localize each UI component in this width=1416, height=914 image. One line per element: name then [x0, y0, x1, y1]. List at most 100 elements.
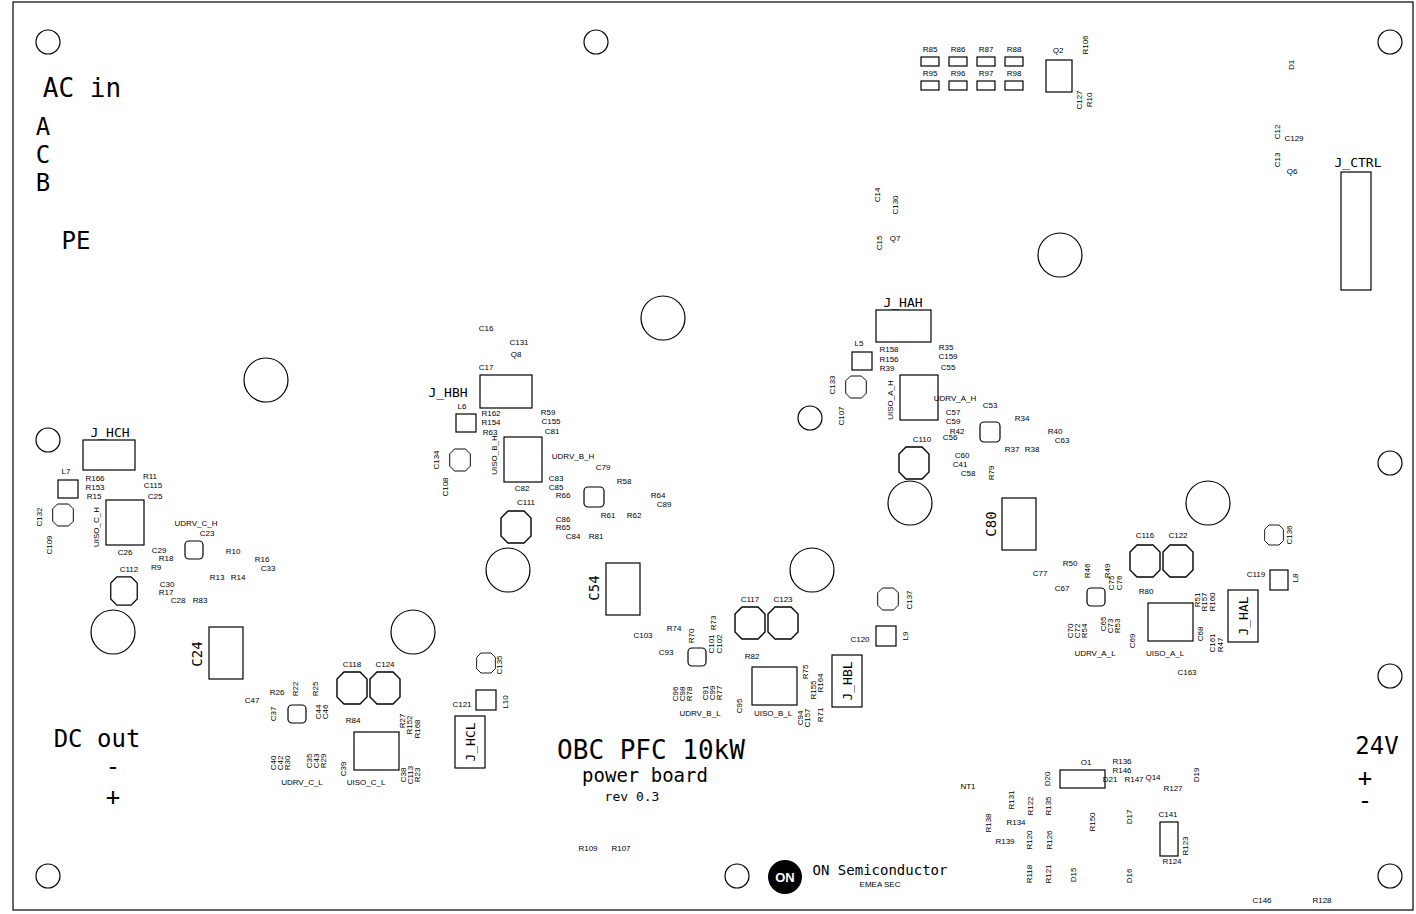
reference-designator: R30: [284, 756, 292, 771]
mounting-hole: [1378, 451, 1402, 475]
standoff-hole: [91, 610, 135, 654]
connector-outline: [876, 310, 931, 342]
reference-designator: R120: [1026, 830, 1034, 849]
capacitor-outline: [477, 653, 496, 673]
reference-designator: R16: [255, 556, 270, 564]
reference-designator: C69: [1129, 634, 1137, 649]
standoff-hole: [1186, 481, 1230, 525]
capacitor-outline: [1163, 545, 1193, 577]
reference-designator: C39: [340, 762, 348, 777]
reference-designator: R54: [1081, 624, 1089, 639]
reference-designator: R160: [1209, 592, 1217, 611]
reference-designator: C93: [659, 649, 674, 657]
part-label: J_HBL: [841, 661, 854, 700]
reference-designator: C108: [442, 477, 450, 496]
reference-designator: C60: [955, 452, 970, 460]
reference-designator: C135: [496, 655, 504, 674]
mounting-hole: [36, 428, 60, 452]
reference-designator: C136: [1286, 525, 1294, 544]
resistor-pad: [977, 81, 995, 90]
reference-designator: C26: [118, 549, 133, 557]
ic-outline: [106, 500, 144, 545]
standoff-hole: [244, 358, 288, 402]
reference-designator: UDRV_C_L: [281, 779, 323, 787]
reference-designator: C23: [200, 530, 215, 538]
reference-designator: C141: [1158, 811, 1177, 819]
reference-designator: R79: [988, 466, 996, 481]
reference-designator: R121: [1045, 864, 1053, 883]
ic-outline: [584, 487, 604, 507]
mounting-hole: [1378, 30, 1402, 54]
reference-designator: D17: [1126, 810, 1134, 825]
reference-designator: R22: [292, 682, 300, 697]
reference-designator: R96: [951, 70, 966, 78]
ic-outline: [980, 422, 1000, 442]
reference-designator: R29: [320, 754, 328, 769]
reference-designator: R122: [1027, 796, 1035, 815]
capacitor-outline: [111, 577, 137, 605]
resistor-pad: [977, 57, 995, 66]
reference-designator: R168: [414, 719, 422, 738]
reference-designator: R50: [1063, 560, 1078, 568]
reference-designator: UDRV_A_H: [934, 395, 977, 403]
reference-designator: C119: [1247, 571, 1266, 579]
reference-designator: R66: [556, 492, 571, 500]
inductor-outline: [476, 690, 496, 710]
reference-designator: C56: [943, 434, 958, 442]
reference-designator: R71: [817, 708, 825, 723]
part-label: J_CTRL: [1335, 156, 1382, 169]
reference-designator: C107: [838, 406, 846, 425]
capacitor-outline: [209, 627, 243, 679]
capacitor-outline: [1002, 498, 1036, 550]
standoff-hole: [888, 481, 932, 525]
mounting-hole: [36, 864, 60, 888]
reference-designator: R146: [1112, 767, 1131, 775]
capacitor-outline: [1265, 525, 1284, 545]
reference-designator: C41: [953, 461, 968, 469]
silkscreen-heading: +: [106, 785, 120, 809]
reference-designator: R74: [667, 625, 682, 633]
reference-designator: R106: [1082, 35, 1090, 54]
ic-outline: [752, 667, 797, 705]
reference-designator: UISO_C_H: [93, 507, 101, 547]
reference-designator: Q14: [1145, 774, 1160, 782]
reference-designator: R26: [270, 689, 285, 697]
part-label: J_HBH: [428, 386, 467, 399]
ic-outline: [288, 705, 306, 723]
part-label: C24: [190, 641, 204, 666]
reference-designator: UISO_B_L: [754, 710, 792, 718]
capacitor-outline: [450, 449, 471, 471]
reference-designator: L7: [62, 468, 71, 476]
silkscreen-heading: B: [36, 171, 50, 195]
reference-designator: D16: [1126, 869, 1134, 884]
board-outline: [13, 2, 1413, 910]
part-label: C80: [984, 511, 998, 536]
reference-designator: C55: [941, 364, 956, 372]
reference-designator: C155: [541, 418, 560, 426]
reference-designator: C79: [596, 464, 611, 472]
ic-outline: [1087, 588, 1105, 606]
reference-designator: R40: [1048, 428, 1063, 436]
reference-designator: C12: [1274, 125, 1282, 140]
reference-designator: C137: [906, 590, 914, 609]
reference-designator: C130: [892, 195, 900, 214]
connector-outline: [832, 655, 862, 707]
mounting-hole: [798, 406, 822, 430]
reference-designator: Q2: [1053, 47, 1064, 55]
reference-designator: R84: [346, 717, 361, 725]
reference-designator: R166: [85, 475, 104, 483]
capacitor-outline: [878, 588, 899, 610]
reference-designator: R107: [611, 845, 630, 853]
connector-outline: [1341, 172, 1371, 290]
reference-designator: C129: [1284, 135, 1303, 143]
reference-designator: L8: [1292, 574, 1300, 583]
optocoupler-outline: [1060, 770, 1105, 788]
reference-designator: C30: [160, 581, 175, 589]
capacitor-outline: [735, 607, 765, 639]
inductor-outline: [1270, 570, 1288, 590]
reference-designator: C77: [1033, 570, 1048, 578]
reference-designator: UISO_B_H: [491, 435, 499, 475]
reference-designator: R18: [159, 555, 174, 563]
